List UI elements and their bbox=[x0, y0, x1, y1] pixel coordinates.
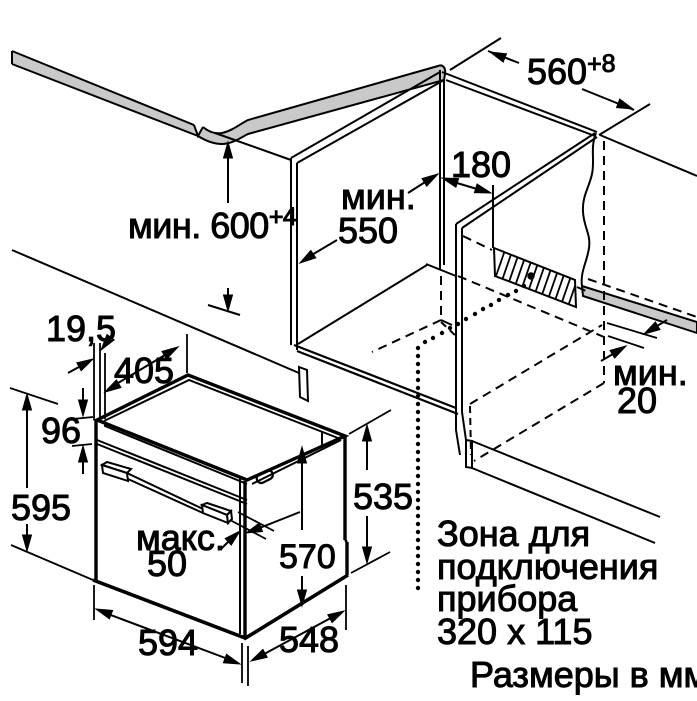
svg-text:180: 180 bbox=[451, 144, 511, 185]
svg-text:Зона для: Зона для bbox=[437, 513, 590, 554]
svg-text:Размеры в мм: Размеры в мм bbox=[470, 654, 697, 695]
svg-text:595: 595 bbox=[11, 487, 71, 528]
svg-text:405: 405 bbox=[114, 350, 174, 391]
svg-text:макс.: макс. bbox=[136, 517, 225, 558]
svg-text:подключения: подключения bbox=[437, 546, 658, 587]
svg-text:570: 570 bbox=[279, 538, 336, 576]
svg-text:548: 548 bbox=[279, 619, 339, 660]
svg-text:мин.: мин. bbox=[341, 176, 416, 217]
svg-text:320 x 115: 320 x 115 bbox=[437, 611, 592, 652]
svg-text:535: 535 bbox=[353, 476, 413, 517]
svg-text:20: 20 bbox=[617, 380, 657, 421]
svg-text:прибора: прибора bbox=[437, 578, 578, 619]
svg-text:мин.: мин. bbox=[613, 352, 688, 393]
svg-text:96: 96 bbox=[41, 410, 81, 451]
svg-text:50: 50 bbox=[147, 543, 187, 584]
svg-text:560+8: 560+8 bbox=[527, 50, 616, 92]
svg-text:550: 550 bbox=[338, 210, 398, 251]
svg-text:594: 594 bbox=[138, 622, 198, 663]
svg-text:19,5: 19,5 bbox=[46, 308, 116, 349]
